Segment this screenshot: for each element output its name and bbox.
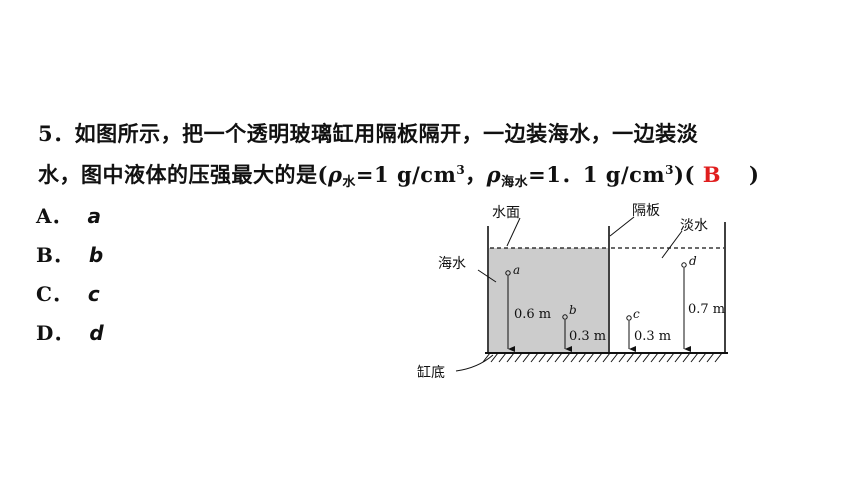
option-value: b [88,243,104,267]
option-value: c [87,282,100,306]
label-bottom: 缸底 [417,364,445,381]
label-sea-water: 海水 [438,256,466,272]
hatch-mark [658,352,667,363]
hatch-mark [570,352,579,363]
question-text-1: ．如图所示，把一个透明玻璃缸用隔板隔开，一边装海水，一边装淡 [53,121,699,146]
depth-label-c: 0.3 m [634,329,671,344]
label-water-surface: 水面 [492,205,520,221]
label-partition: 隔板 [632,203,660,219]
point-a-marker [505,270,511,276]
point-c-marker [626,315,632,321]
rho-water-subscript: 水 [342,175,356,190]
hatch-mark [594,352,603,363]
label-fresh-water: 淡水 [680,218,708,234]
hatch-mark [602,352,611,363]
hatch-mark [674,352,683,363]
answer-close-paren: ) [748,162,760,187]
hatch-mark [666,352,675,363]
question-text-2: 水，图中液体的压强最大的是( [38,162,328,187]
hatch-mark [682,352,691,363]
option-letter: C． [36,282,72,306]
rho-water-value: =1 g/cm [355,162,457,187]
depth-label-b: 0.3 m [569,329,606,344]
bottom-hatching [482,352,723,363]
option-letter: B． [36,243,73,267]
answer-open-paren: ( [684,162,695,187]
cube-superscript: 3 [456,163,466,177]
option-value: a [87,204,102,228]
hatch-mark [538,352,547,363]
hatch-mark [634,352,643,363]
hatch-mark [642,352,651,363]
point-b-label: b [569,303,577,317]
point-b-marker [562,314,568,320]
partition-leader [609,216,635,237]
hatch-mark [626,352,635,363]
rho-sea-value: =1．1 g/cm [528,162,666,187]
water-surface-leader [506,217,521,247]
hatch-mark [490,352,499,363]
hatch-mark [506,352,515,363]
fresh-water-leader [661,230,683,259]
point-d-label: d [689,254,697,268]
rho-symbol: ρ [327,162,343,187]
option-a[interactable]: A． a [36,200,101,229]
close-paren: ) [674,162,685,187]
depth-label-a: 0.6 m [514,307,551,322]
hatch-mark [618,352,627,363]
hatch-mark [546,352,555,363]
depth-label-d: 0.7 m [688,302,725,317]
option-c[interactable]: C． c [36,278,100,307]
hatch-mark [714,352,723,363]
question-number: 5 [38,121,54,146]
option-value: d [89,321,104,345]
hatch-mark [514,352,523,363]
option-b[interactable]: B． b [36,239,103,268]
hatch-mark [586,352,595,363]
hatch-mark [690,352,699,363]
hatch-mark [650,352,659,363]
hatch-mark [578,352,587,363]
option-letter: D． [36,321,74,345]
sea-water-fill [489,248,608,352]
hatch-mark [522,352,531,363]
hatch-mark [498,352,507,363]
question-line-1: 5．如图所示，把一个透明玻璃缸用隔板隔开，一边装海水，一边装淡 [38,118,698,148]
cube-superscript: 3 [665,163,675,177]
hatch-mark [706,352,715,363]
bottom-leader [455,354,494,372]
question-line-2: 水，图中液体的压强最大的是(ρ水=1 g/cm3，ρ海水=1．1 g/cm3)(… [38,159,759,190]
hatch-mark [562,352,571,363]
rho-symbol: ρ [486,162,502,187]
sea-water-leader [477,269,497,283]
point-c-label: c [633,307,640,321]
hatch-mark [554,352,563,363]
hatch-mark [530,352,539,363]
point-d-marker [681,262,687,268]
point-a-label: a [513,263,520,277]
rho-sea-subscript: 海水 [501,175,529,190]
option-d[interactable]: D． d [36,317,104,346]
answer-letter: B [702,162,721,187]
option-letter: A． [36,204,72,228]
hatch-mark [610,352,619,363]
separator: ， [465,162,487,187]
hatch-mark [482,352,491,363]
hatch-mark [698,352,707,363]
